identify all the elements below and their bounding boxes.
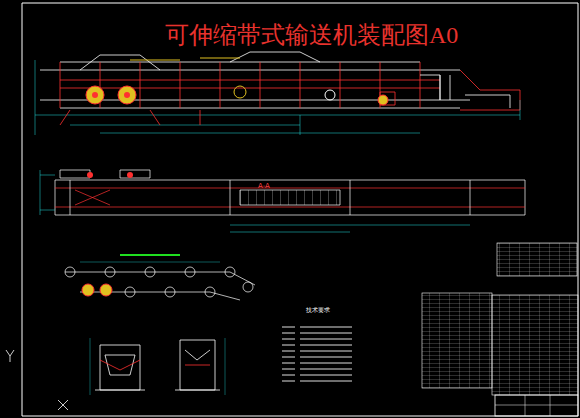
- notes-heading: 技术要求: [306, 306, 330, 315]
- drawing-title: 可伸缩带式输送机装配图A0: [165, 22, 458, 48]
- section-label: A-A: [258, 182, 270, 190]
